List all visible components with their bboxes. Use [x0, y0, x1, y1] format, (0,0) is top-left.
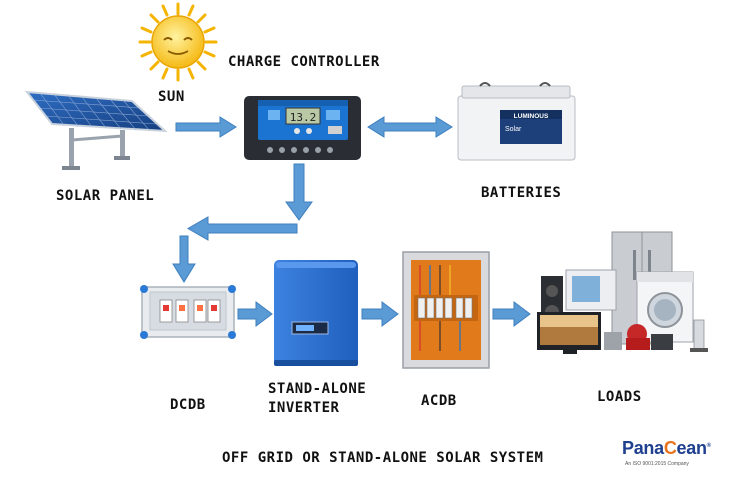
label-dcdb: DCDB [170, 397, 206, 413]
solar-panel-icon [24, 90, 168, 170]
label-charge-controller: CHARGE CONTROLLER [228, 54, 380, 70]
label-inverter-line2: INVERTER [268, 400, 340, 416]
arrow-dcdb-to-inverter [237, 301, 273, 327]
arrow-acdb-to-loads [492, 301, 531, 327]
label-sun: SUN [158, 89, 185, 105]
inverter-icon [274, 260, 358, 366]
label-batteries: BATTERIES [481, 185, 562, 201]
loads-icon [537, 231, 708, 354]
battery-model: Solar [505, 126, 522, 133]
logo-wordmark: PanaCean® [622, 438, 711, 458]
arrow-controller-down [285, 163, 313, 221]
panacean-logo: PanaCean® An ISO 9001:2015 Company [622, 432, 730, 472]
label-inverter-line1: STAND-ALONE [268, 381, 367, 397]
arrow-controller-to-dcdb-left [186, 216, 298, 241]
controller-display-value: 13.2 [290, 111, 317, 124]
diagram-caption: OFF GRID OR STAND-ALONE SOLAR SYSTEM [222, 450, 544, 466]
label-loads: LOADS [597, 389, 642, 405]
logo-tagline: An ISO 9001:2015 Company [625, 461, 689, 467]
sun-icon [138, 2, 218, 82]
arrow-panel-to-controller [175, 116, 237, 138]
charge-controller-icon: 13.2 [244, 96, 361, 160]
label-solar-panel: SOLAR PANEL [56, 188, 155, 204]
label-acdb: ACDB [421, 393, 457, 409]
arrow-inverter-to-acdb [361, 301, 399, 327]
acdb-icon [402, 251, 490, 369]
arrow-to-dcdb-down [172, 235, 196, 283]
dcdb-icon [140, 285, 236, 339]
arrow-controller-battery [367, 116, 453, 138]
battery-brand: LUMINOUS [514, 113, 549, 120]
battery-icon: LUMINOUS Solar [457, 82, 576, 161]
